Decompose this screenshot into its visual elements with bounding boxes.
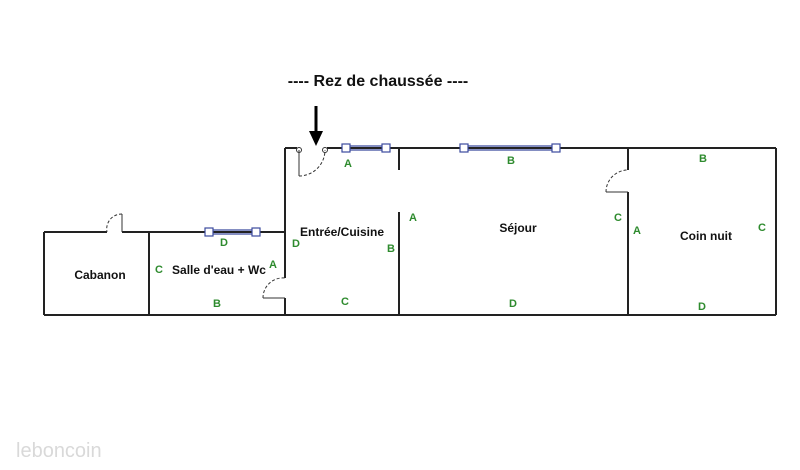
wall-label-entree-bottom: C (341, 296, 349, 308)
window-sejour (459, 143, 561, 153)
wall-label-entree-top: A (344, 158, 352, 170)
wall-label-coin-top: B (699, 153, 707, 165)
room-entree-cuisine: Entrée/Cuisine (300, 225, 384, 239)
wall-label-coin-right: C (758, 222, 766, 234)
entrance-arrow-icon (309, 106, 323, 146)
wall-label-salle-bottom: B (213, 298, 221, 310)
door-salle (262, 277, 286, 299)
wall-label-coin-left: A (633, 225, 641, 237)
window-entree (341, 143, 391, 153)
walls (43, 147, 777, 316)
wall-label-salle-top: D (220, 237, 228, 249)
window-salle (204, 227, 261, 237)
door-cabanon (106, 213, 123, 233)
wall-label-sejour-top: B (507, 155, 515, 167)
wall-label-sejour-left: A (409, 212, 417, 224)
wall-label-entree-left: D (292, 238, 300, 250)
watermark-logo: leboncoin (16, 440, 102, 462)
room-cabanon: Cabanon (74, 268, 125, 282)
wall-label-sejour-right: C (614, 212, 622, 224)
room-sejour: Séjour (499, 221, 537, 235)
door-entrance (296, 147, 328, 177)
wall-label-salle-right: A (269, 259, 277, 271)
wall-label-sejour-bottom: D (509, 298, 517, 310)
plan-title: ---- Rez de chaussée ---- (288, 73, 468, 90)
room-salle-eau: Salle d'eau + Wc (172, 263, 266, 277)
door-coin-nuit (605, 169, 629, 193)
wall-label-coin-bottom: D (698, 301, 706, 313)
wall-label-entree-right: B (387, 243, 395, 255)
wall-label-salle-left: C (155, 264, 163, 276)
room-coin-nuit: Coin nuit (680, 229, 732, 243)
